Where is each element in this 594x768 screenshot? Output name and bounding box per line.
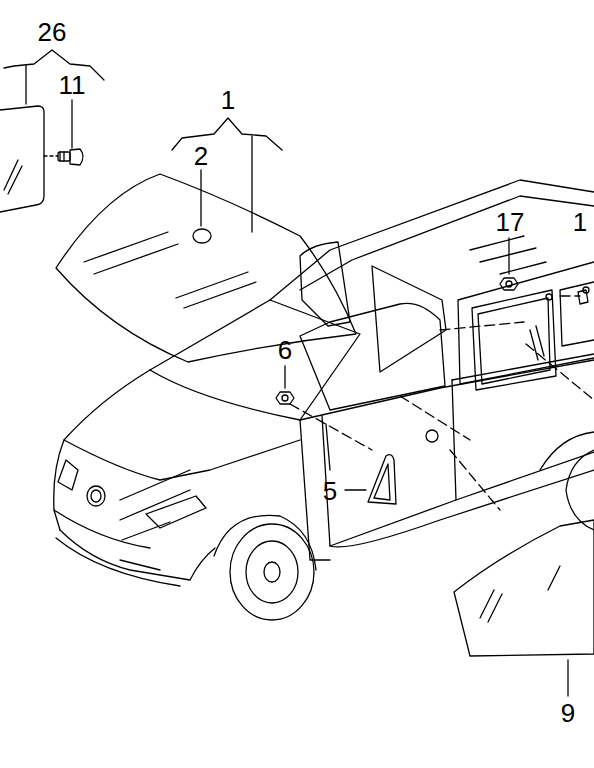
group-bracket [172, 118, 282, 150]
callout-number: 5 [322, 478, 338, 504]
leader-line [71, 100, 72, 148]
quarter-glass [368, 455, 396, 504]
assembly-line [290, 296, 594, 510]
callout-number: 1 [220, 87, 236, 113]
glass-reflection [94, 244, 178, 274]
leader-line [345, 489, 366, 490]
door-glass [454, 520, 594, 656]
callout-number: 2 [193, 143, 209, 169]
leader-line [567, 660, 568, 696]
sensor-pad [193, 229, 211, 243]
callout-number: 26 [37, 19, 68, 45]
callout-number: 9 [560, 700, 576, 726]
glass-reflection [488, 594, 502, 622]
windshield [56, 174, 356, 362]
front-end [56, 460, 206, 586]
leader-line [508, 238, 509, 274]
group-bracket [4, 50, 104, 80]
callout-number: 17 [495, 209, 526, 235]
van-body [54, 180, 594, 580]
callout-number: 11 [58, 72, 87, 98]
glass-reflection [548, 566, 560, 590]
nut [276, 392, 294, 404]
leader-line [251, 136, 252, 232]
nut [500, 278, 518, 290]
side-glass [0, 106, 44, 212]
glass-reflection [8, 166, 22, 194]
leader-line [25, 66, 26, 104]
leader-line [200, 170, 201, 226]
glass-reflection [4, 160, 18, 190]
callout-number: 1 [572, 209, 588, 235]
glass-reflection [84, 232, 168, 262]
glass-reflection [176, 272, 248, 298]
door-glass-upper [372, 266, 446, 372]
quarter-glass [374, 464, 390, 500]
glass-reflection [184, 282, 256, 308]
bolt [44, 149, 83, 165]
wheel [214, 432, 594, 620]
leader-line [284, 366, 285, 388]
callout-number: 6 [277, 337, 293, 363]
